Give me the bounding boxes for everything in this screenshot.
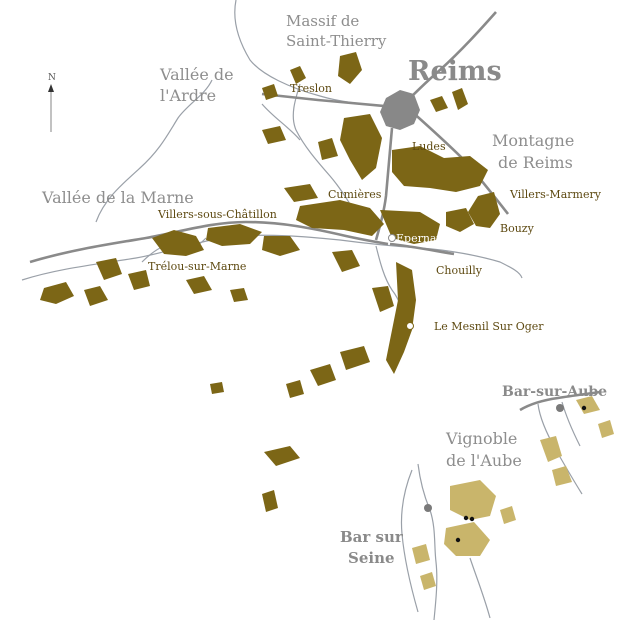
aube-village-marker: [581, 405, 587, 411]
vineyard-patch: [286, 380, 304, 398]
region-label-massif-line2: Saint-Thierry: [286, 32, 387, 50]
river-aube-2: [561, 401, 581, 447]
north-arrow-icon: N: [48, 73, 56, 132]
road-epernay-chouilly: [389, 242, 455, 256]
vineyard-patch: [332, 250, 360, 272]
region-label-aube-line2: de l'Aube: [446, 451, 522, 470]
region-label-ardre-line1: Vallée de: [159, 65, 234, 84]
vineyard-patch: [318, 138, 338, 160]
village-label-cumieres: Cumières: [328, 188, 382, 201]
aube-village-marker: [455, 537, 461, 543]
vineyard-patch: [430, 96, 448, 112]
village-label-villers-marmery: Villers-Marmery: [509, 188, 602, 201]
vineyard-patch: [340, 346, 370, 370]
vineyard-patch: [264, 446, 300, 466]
village-label-trelou: Trélou-sur-Marne: [148, 260, 246, 273]
river-ardre-3: [261, 103, 301, 141]
river-seine: [417, 463, 438, 621]
road-aube: [519, 390, 601, 412]
village-label-bouzy: Bouzy: [500, 222, 535, 235]
vineyards-aube: [412, 396, 614, 590]
vineyard-patch: [290, 66, 306, 84]
vineyard-patch-aube: [412, 544, 430, 564]
vineyard-patch-aube: [598, 420, 614, 438]
epernay-marker: [388, 234, 396, 242]
road-marne-valley: [29, 220, 389, 264]
region-label-montagne-line2: de Reims: [498, 153, 573, 172]
vineyard-patch: [310, 364, 336, 386]
river-ource: [400, 469, 419, 613]
vineyard-patch: [262, 126, 286, 144]
vineyard-patch: [296, 200, 384, 236]
vineyard-patch-aube: [540, 436, 562, 462]
vineyard-patch: [468, 192, 500, 228]
vineyard-patch: [230, 288, 248, 302]
vineyard-patch: [446, 208, 474, 232]
city-label-bar-sur-seine-line1: Bar sur: [340, 528, 404, 546]
city-label-bar-sur-seine-line2: Seine: [348, 549, 395, 567]
vineyard-patch: [186, 276, 212, 294]
region-label-montagne-line1: Montagne: [492, 131, 574, 150]
reims-city-area: [380, 90, 420, 130]
river-ardre: [95, 79, 213, 223]
aube-village-marker: [463, 515, 469, 521]
region-label-aube-line1: Vignoble: [445, 429, 517, 448]
vineyard-patch: [262, 236, 300, 256]
aube-village-marker: [469, 516, 475, 522]
bar-sur-seine-marker: [424, 504, 432, 512]
vineyard-patch: [372, 286, 394, 312]
vineyard-patch: [262, 84, 278, 100]
vineyard-patch: [338, 52, 362, 84]
city-label-reims: Reims: [408, 56, 502, 87]
road-reims-west: [261, 92, 385, 108]
vineyard-patch: [210, 382, 224, 394]
bar-sur-aube-marker: [556, 404, 564, 412]
region-label-marne: Vallée de la Marne: [41, 188, 194, 207]
vineyard-patch: [40, 282, 74, 304]
region-label-ardre-line2: l'Ardre: [160, 86, 216, 105]
river-marne: [21, 234, 523, 281]
city-label-epernay: Epernay: [396, 232, 443, 245]
vineyard-patch: [262, 490, 278, 512]
village-label-treslon: Treslon: [290, 82, 332, 95]
river-ardre-2: [292, 83, 357, 215]
vineyard-patch-aube: [552, 466, 572, 486]
vineyards-marne: [40, 52, 500, 512]
region-label-massif-line1: Massif de: [286, 12, 359, 30]
vineyard-patch: [284, 184, 318, 202]
village-label-ludes: Ludes: [412, 140, 446, 153]
compass-label: N: [48, 73, 56, 83]
river-seine-2: [469, 557, 491, 619]
vineyard-patch: [452, 88, 468, 110]
vineyard-patch: [392, 146, 488, 192]
vineyard-patch: [386, 262, 416, 374]
village-label-villers-sous-chatillon: Villers-sous-Châtillon: [157, 208, 277, 221]
mesnil-marker: [406, 322, 414, 330]
vineyard-patch-aube: [444, 522, 490, 556]
vineyard-patch: [206, 224, 262, 246]
village-label-mesnil: Le Mesnil Sur Oger: [434, 320, 544, 333]
vineyard-patch-aube: [420, 572, 436, 590]
vineyard-patch: [128, 270, 150, 290]
vineyard-patch: [152, 230, 204, 256]
vineyard-patch-aube: [500, 506, 516, 524]
vineyard-patch-aube: [450, 480, 496, 520]
vineyard-patch: [340, 114, 382, 180]
village-label-chouilly: Chouilly: [436, 264, 483, 277]
vineyard-patch: [84, 286, 108, 306]
vineyard-patch-aube: [576, 396, 600, 414]
vineyard-patch: [96, 258, 122, 280]
city-label-bar-sur-aube: Bar-sur-Aube: [502, 384, 607, 400]
